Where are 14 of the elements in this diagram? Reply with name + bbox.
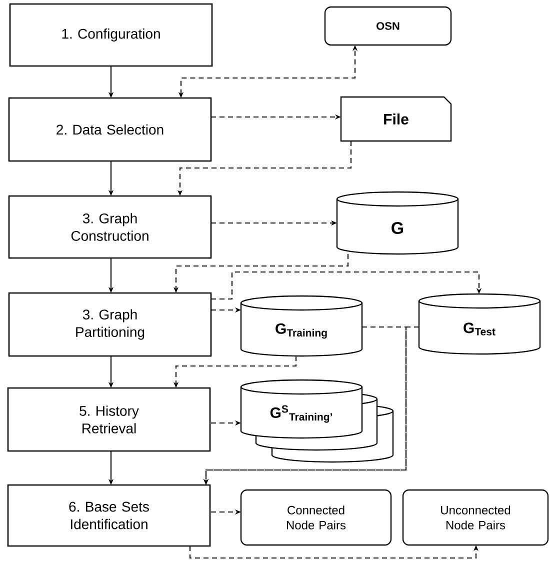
database-cylinder: G$_{Test}$ <box>418 293 541 355</box>
database-cylinder: G <box>336 191 459 255</box>
process-box: 6. Base Sets Identification <box>7 484 211 547</box>
arrow <box>211 271 482 300</box>
rounded-box: Unconnected Node Pairs <box>402 489 549 546</box>
process-box: 3. Graph Partitioning <box>8 292 212 357</box>
rounded-box: Connected Node Pairs <box>240 489 392 546</box>
process-box: 2. Data Selection <box>8 97 212 162</box>
database-cylinder: G$_{Training}$ <box>240 295 363 357</box>
process-box: 3. Graph Construction <box>8 195 212 259</box>
rounded-box: OSN <box>324 6 452 46</box>
database-stack-drawing: G$^{S}$Training’ <box>240 379 394 463</box>
process-box: 1. Configuration <box>9 3 213 67</box>
process-box: 5. History Retrieval <box>7 387 211 452</box>
